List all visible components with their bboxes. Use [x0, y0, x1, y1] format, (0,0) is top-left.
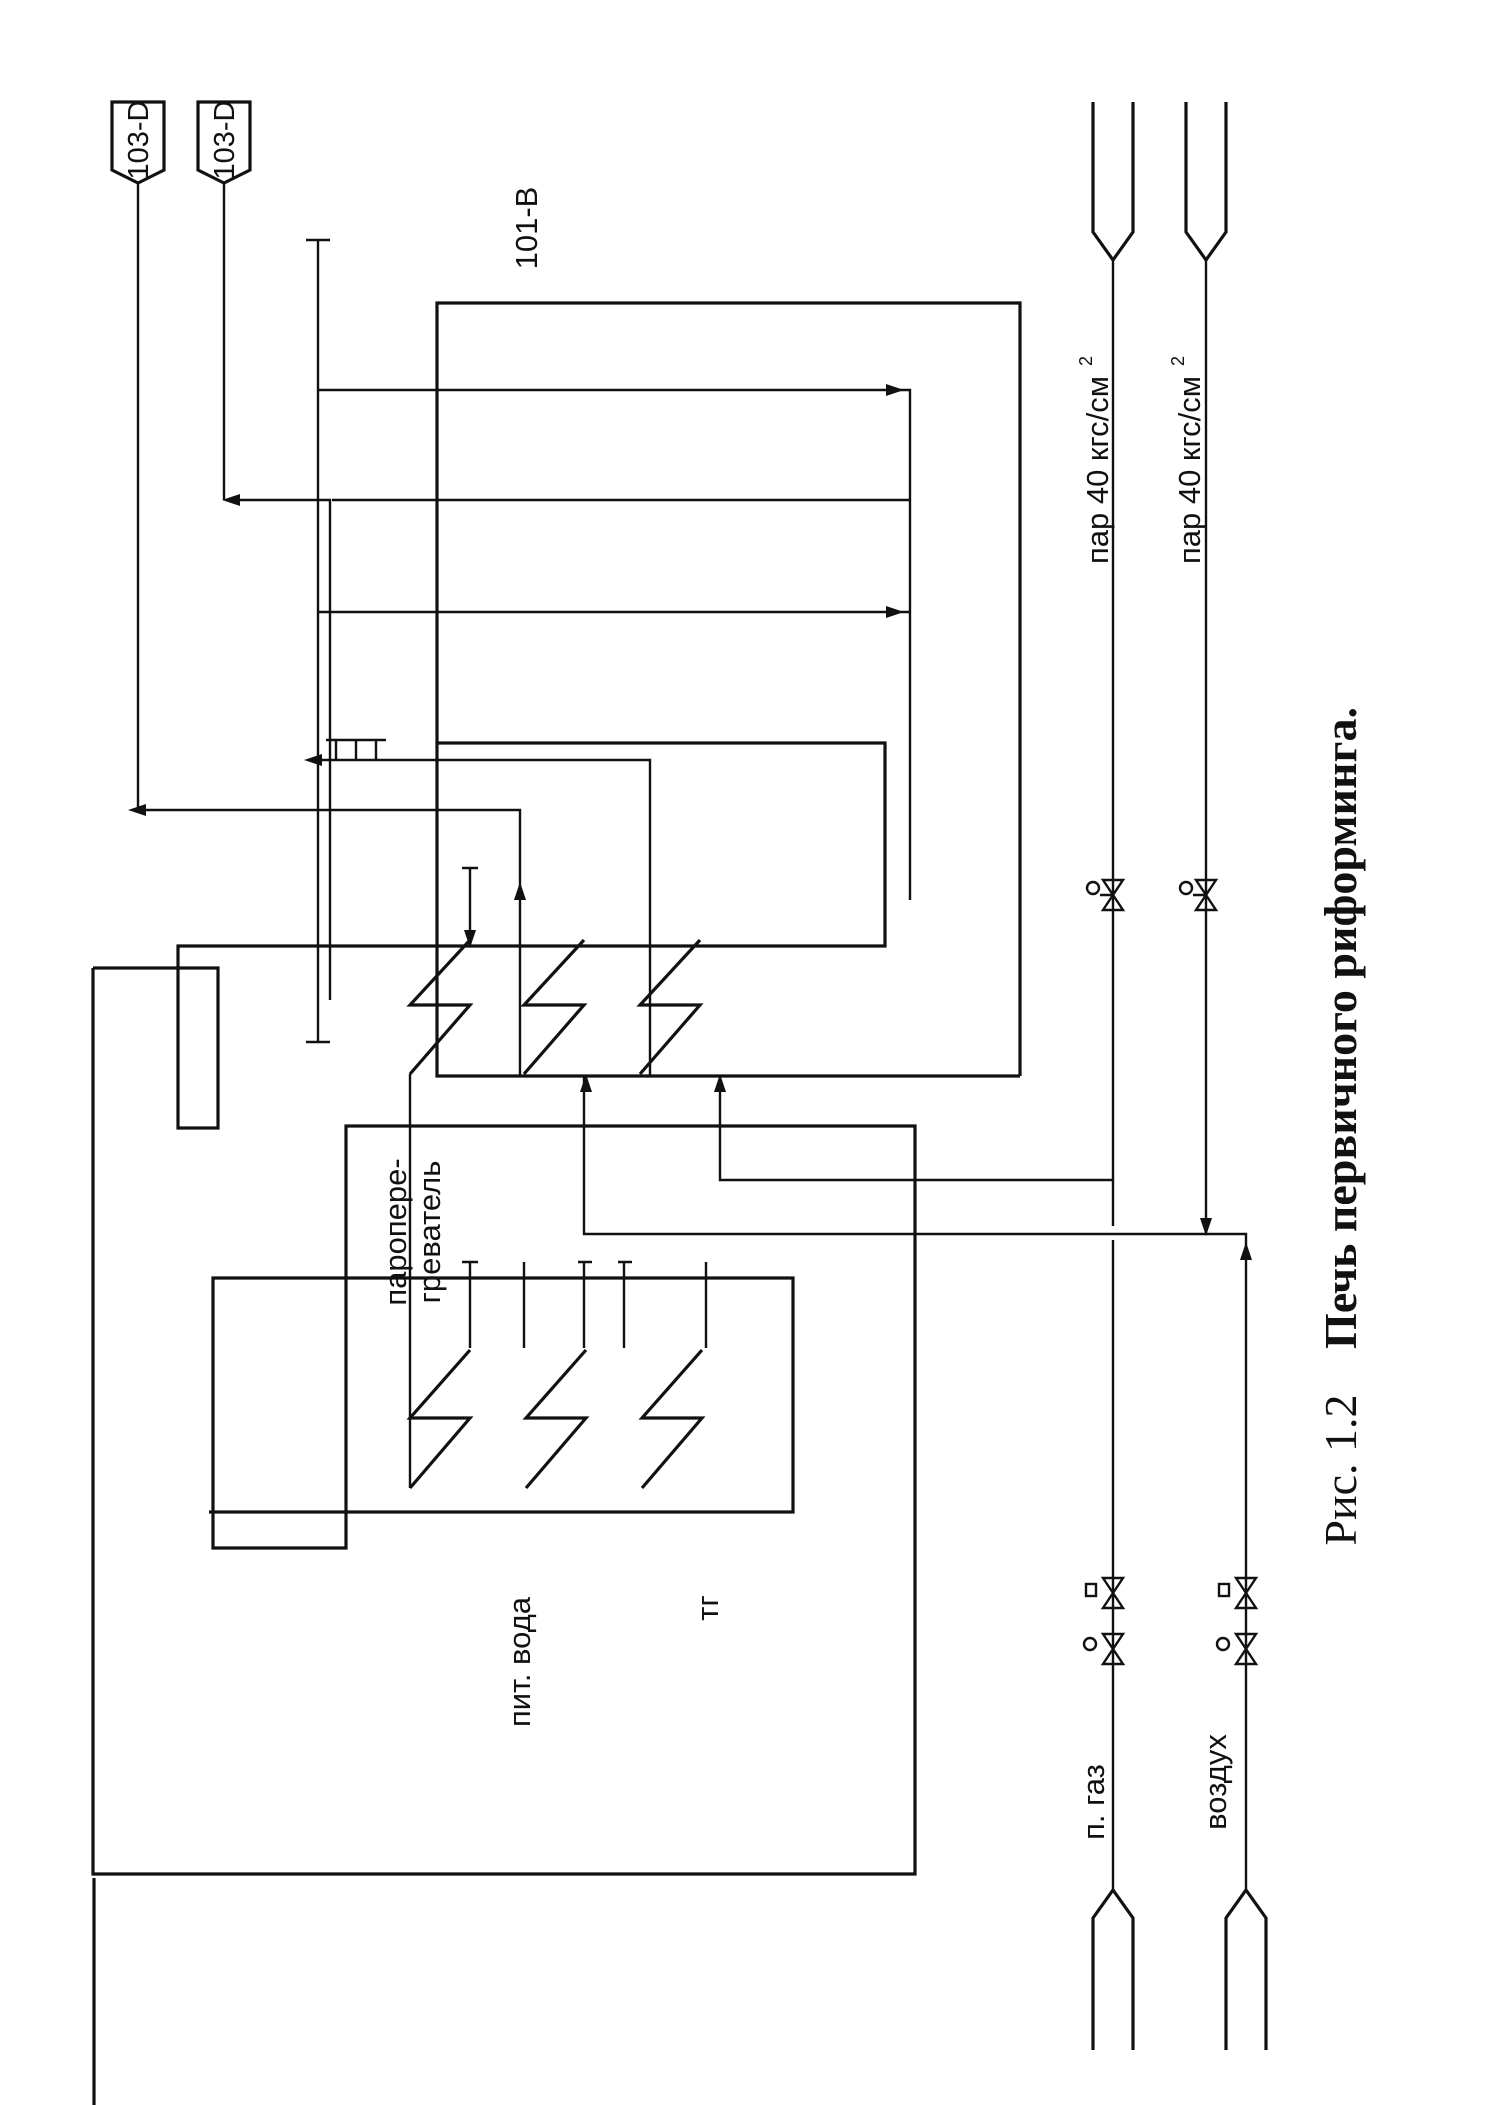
gas-tag: [1091, 1887, 1135, 2050]
arrow-coil2-up: [514, 882, 526, 900]
air-valve-1-actuator: [1217, 1582, 1231, 1598]
furnace-label: 101-B: [509, 187, 544, 270]
tag-103d-lower: 103-D: [209, 101, 241, 180]
header-inlet: [306, 238, 330, 1044]
convection-section-wall: [93, 741, 1020, 1130]
superheater-label-2: греватель: [412, 1161, 447, 1304]
coil-lower-1: [406, 1348, 474, 1490]
arrow-103d-upper: [128, 804, 146, 816]
coil-lower-3: [638, 1348, 706, 1490]
coil-upper-1: [406, 938, 474, 1076]
air-valve-2-actuator: [1215, 1636, 1231, 1652]
steam-label-1-sup: 2: [1076, 356, 1096, 366]
steam-tag-1: [1091, 102, 1135, 263]
lower-coil-leads: [468, 1262, 708, 1348]
coil-upper-3: [636, 938, 704, 1076]
upper-coil-stub: [462, 866, 478, 940]
arrow-mix: [304, 754, 322, 766]
flue-duct-wall: [91, 968, 917, 1876]
tag-103d-upper-shape: [110, 100, 166, 185]
air-line: [582, 1076, 1248, 1890]
superheater-label-1: паропере-: [378, 1158, 413, 1305]
mix-feed-nozzles: [326, 738, 386, 760]
arrow-tube-3: [886, 606, 904, 618]
steam-tag-2: [1184, 102, 1228, 263]
figure-title: Печь первичного риформинга.: [1315, 707, 1366, 1349]
radiant-section-wall: [435, 301, 1022, 1076]
steam-label-2: пар 40 кгс/см: [1172, 376, 1207, 564]
natural-gas-label: п. газ: [1076, 1764, 1111, 1840]
coil-upper-2: [520, 938, 588, 1076]
gas-valve-1: [1100, 1576, 1126, 1610]
steam-label-2-sup: 2: [1168, 356, 1188, 366]
feed-water-label: пит. вода: [502, 1596, 537, 1727]
gas-valve-1-actuator: [1084, 1582, 1098, 1598]
coil-lower-2: [522, 1348, 590, 1490]
arrow-steam-1: [714, 1074, 726, 1092]
arrow-upper-stub: [464, 930, 476, 948]
radiant-tube-1: [318, 388, 912, 900]
mix-collector: [318, 758, 652, 1076]
tag-103d-lower-shape: [196, 100, 252, 185]
air-label: воздух: [1198, 1734, 1233, 1830]
air-valve-2: [1233, 1632, 1259, 1666]
line-to-103d-upper: [136, 183, 522, 1076]
gas-valve-2-actuator: [1082, 1636, 1098, 1652]
steam-valve-2: [1193, 878, 1219, 912]
steam-label-1: пар 40 кгс/см: [1080, 376, 1115, 564]
gas-valve-2: [1100, 1632, 1126, 1666]
steam-valve-1: [1100, 878, 1126, 912]
arrow-tube-1: [886, 384, 904, 396]
arrow-air-up: [1240, 1242, 1252, 1260]
steam-valve-1-actuator: [1085, 880, 1101, 896]
steam-valve-2-actuator: [1178, 880, 1194, 896]
figure-number: Рис. 1.2: [1315, 1394, 1366, 1545]
outlet-collector: [230, 498, 332, 1000]
fuel-gas-label: тг: [690, 1595, 725, 1621]
tag-103d-upper: 103-D: [123, 101, 155, 180]
arrow-steam-2: [1200, 1218, 1212, 1236]
air-valve-1: [1233, 1576, 1259, 1610]
steam-line-1: [718, 260, 1115, 1182]
arrow-103d-lower: [222, 494, 240, 506]
air-tag: [1224, 1887, 1268, 2050]
